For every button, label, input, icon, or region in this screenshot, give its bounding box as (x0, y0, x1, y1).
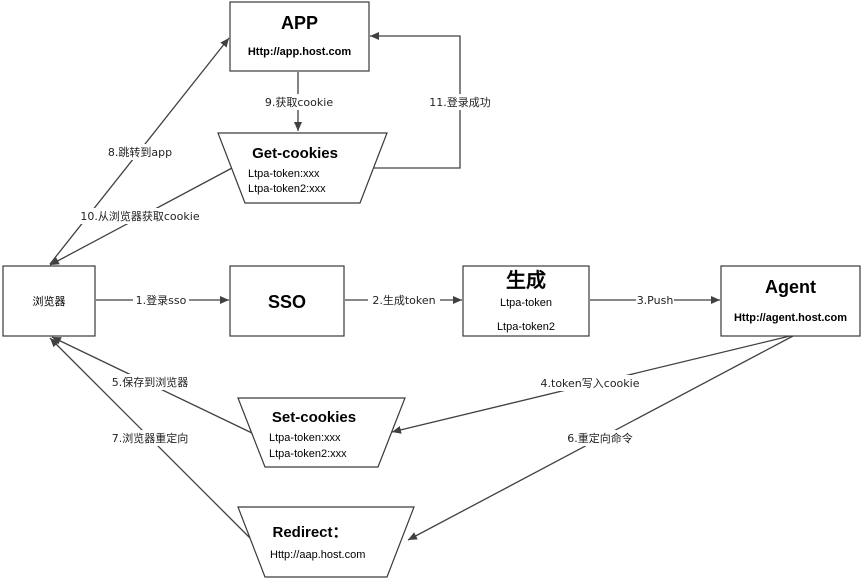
edge-4-label: 4.token写入cookie (541, 377, 640, 390)
node-redirect-title: Redirect： (272, 524, 347, 541)
edge-2-label: 2.生成token (372, 293, 435, 307)
node-generate-line-2: Ltpa-token2 (497, 321, 555, 333)
node-agent: Agent Http://agent.host.com (720, 265, 861, 337)
edges (49, 32, 794, 541)
node-generate-line-1: Ltpa-token (500, 297, 552, 309)
node-set-cookies-line-2: Ltpa-token2:xxx (269, 448, 347, 460)
edge-9-label: 9.获取cookie (265, 96, 333, 109)
edge-6-label: 6.重定向命令 (567, 431, 633, 445)
node-get-cookies-line-1: Ltpa-token:xxx (248, 168, 320, 180)
edge-5-label: 5.保存到浏览器 (112, 375, 189, 389)
node-browser: 浏览器 (2, 265, 96, 337)
node-get-cookies: Get-cookies Ltpa-token:xxx Ltpa-token2:x… (217, 132, 388, 204)
node-agent-title: Agent (765, 277, 816, 297)
node-app: APP Http://app.host.com (229, 1, 370, 72)
node-set-cookies-title: Set-cookies (272, 409, 356, 426)
node-agent-url: Http://agent.host.com (734, 312, 847, 324)
node-app-title: APP (281, 13, 318, 33)
node-get-cookies-title: Get-cookies (252, 145, 338, 162)
node-sso-title: SSO (268, 292, 306, 312)
node-get-cookies-line-2: Ltpa-token2:xxx (248, 183, 326, 195)
node-app-url: Http://app.host.com (248, 46, 351, 58)
node-set-cookies-line-1: Ltpa-token:xxx (269, 432, 341, 444)
edge-7-label: 7.浏览器重定向 (112, 431, 189, 445)
edge-11-label: 11.登录成功 (429, 95, 491, 109)
node-generate-title: 生成 (506, 268, 546, 292)
node-redirect: Redirect： Http://aap.host.com (237, 506, 415, 578)
edge-1-label: 1.登录sso (136, 293, 187, 307)
node-set-cookies: Set-cookies Ltpa-token:xxx Ltpa-token2:x… (237, 397, 406, 468)
node-generate: 生成 Ltpa-token Ltpa-token2 (462, 265, 590, 337)
edge-10-label: 10.从浏览器获取cookie (80, 209, 199, 223)
edge-8-label: 8.跳转到app (108, 145, 172, 159)
edge-3-label: 3.Push (637, 294, 674, 307)
node-redirect-url: Http://aap.host.com (270, 549, 365, 561)
edge-labels: 1.登录sso 2.生成token 3.Push 4.token写入cookie… (74, 94, 674, 446)
node-sso: SSO (229, 265, 345, 337)
node-browser-title: 浏览器 (33, 294, 66, 308)
